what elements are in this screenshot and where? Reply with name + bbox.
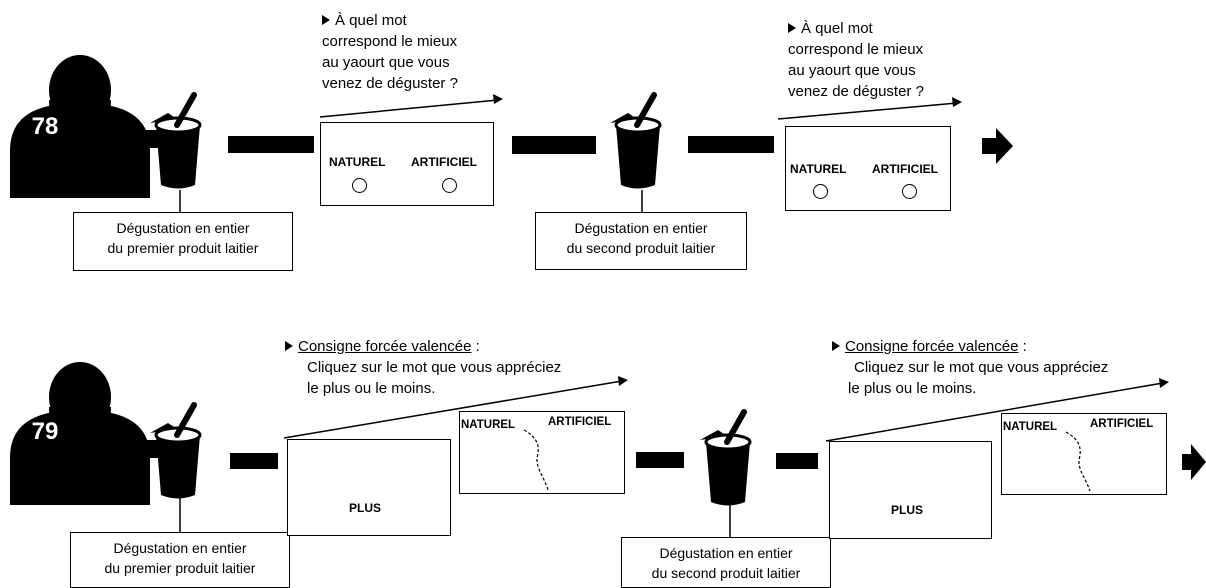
option-naturel[interactable]: NATUREL bbox=[461, 419, 516, 431]
connector-bar bbox=[230, 453, 278, 469]
prompt-arrow-line bbox=[777, 102, 958, 120]
cursor-path bbox=[1065, 431, 1091, 492]
cursor-path bbox=[523, 429, 549, 491]
yogurt-cup-icon bbox=[150, 95, 200, 189]
bullet-arrow-icon bbox=[285, 341, 293, 351]
radio-naturel[interactable] bbox=[352, 178, 367, 193]
bullet-arrow-icon bbox=[788, 23, 796, 33]
condition-label: DIRECTE bbox=[26, 160, 116, 182]
prompt-arrow-line bbox=[283, 380, 623, 439]
step-caption-box: Dégustation en entier du premier produit… bbox=[70, 532, 290, 588]
connector-bar bbox=[776, 453, 818, 469]
caption-line: Dégustation en entier bbox=[116, 220, 250, 236]
next-step-arrow-icon bbox=[982, 128, 1013, 164]
prompt-arrow-line bbox=[319, 99, 499, 118]
yogurt-cup-icon bbox=[150, 405, 200, 499]
next-step-arrow-icon bbox=[1182, 444, 1206, 480]
connector-bar bbox=[688, 136, 774, 153]
option-artificiel[interactable]: ARTIFICIEL bbox=[411, 155, 477, 169]
option-naturel[interactable]: NATUREL bbox=[1003, 421, 1058, 433]
question-prompt: À quel mot correspond le mieux au yaourt… bbox=[788, 20, 924, 100]
radio-naturel[interactable] bbox=[813, 184, 828, 199]
word-choice-screen: NATUREL ARTIFICIEL bbox=[459, 411, 625, 494]
option-naturel[interactable]: NATUREL bbox=[329, 155, 386, 169]
connector-bar bbox=[512, 136, 596, 154]
instruction-prompt: Consigne forcée valencée : Cliquez sur l… bbox=[285, 336, 561, 399]
question-prompt: À quel mot correspond le mieux au yaourt… bbox=[322, 12, 458, 92]
arrowhead-icon bbox=[1159, 378, 1169, 388]
participant-number: 79 bbox=[31, 418, 59, 445]
option-artificiel[interactable]: ARTIFICIEL bbox=[1090, 418, 1154, 430]
caption-line: Dégustation en entier bbox=[113, 540, 247, 556]
yogurt-cup-icon bbox=[700, 412, 750, 506]
caption-line: du premier produit laitier bbox=[107, 240, 259, 256]
caption-line: du premier produit laitier bbox=[104, 560, 256, 576]
response-screen: NATUREL ARTIFICIEL bbox=[320, 122, 494, 206]
valence-screen: PLUS bbox=[829, 441, 992, 539]
connector-bar bbox=[636, 452, 684, 468]
bullet-arrow-icon bbox=[322, 15, 330, 25]
yogurt-cup-icon bbox=[610, 95, 660, 189]
radio-artificiel[interactable] bbox=[442, 178, 457, 193]
arrowhead-icon bbox=[493, 94, 503, 104]
caption-line: Dégustation en entier bbox=[574, 220, 708, 236]
option-artificiel[interactable]: ARTIFICIEL bbox=[548, 416, 612, 428]
step-caption-box: Dégustation en entier du premier produit… bbox=[73, 212, 293, 271]
step-caption-box: Dégustation en entier du second produit … bbox=[535, 212, 747, 270]
bullet-arrow-icon bbox=[832, 341, 840, 351]
caption-line: du second produit laitier bbox=[651, 565, 801, 581]
connector-bar bbox=[228, 136, 314, 153]
instruction-prompt: Consigne forcée valencée : Cliquez sur l… bbox=[832, 336, 1108, 399]
arrowhead-icon bbox=[952, 97, 962, 107]
response-screen: NATUREL ARTIFICIEL bbox=[785, 126, 951, 211]
radio-artificiel[interactable] bbox=[902, 184, 917, 199]
step-caption-box: Dégustation en entier du second produit … bbox=[621, 537, 831, 588]
word-choice-screen: NATUREL ARTIFICIEL bbox=[1001, 413, 1167, 495]
plus-label: PLUS bbox=[349, 501, 382, 515]
condition-label: INDIRECTE bbox=[14, 481, 125, 503]
caption-line: du second produit laitier bbox=[566, 240, 716, 256]
option-artificiel[interactable]: ARTIFICIEL bbox=[872, 162, 938, 176]
caption-line: Dégustation en entier bbox=[659, 545, 793, 561]
valence-screen: PLUS bbox=[287, 439, 451, 536]
participant-number: 78 bbox=[31, 113, 59, 140]
plus-label: PLUS bbox=[891, 503, 924, 517]
instruction-title: Consigne forcée valencée bbox=[298, 338, 472, 355]
arrowhead-icon bbox=[618, 376, 628, 386]
option-naturel[interactable]: NATUREL bbox=[790, 162, 847, 176]
prompt-arrow-line bbox=[825, 382, 1164, 442]
instruction-title: Consigne forcée valencée bbox=[845, 338, 1019, 355]
